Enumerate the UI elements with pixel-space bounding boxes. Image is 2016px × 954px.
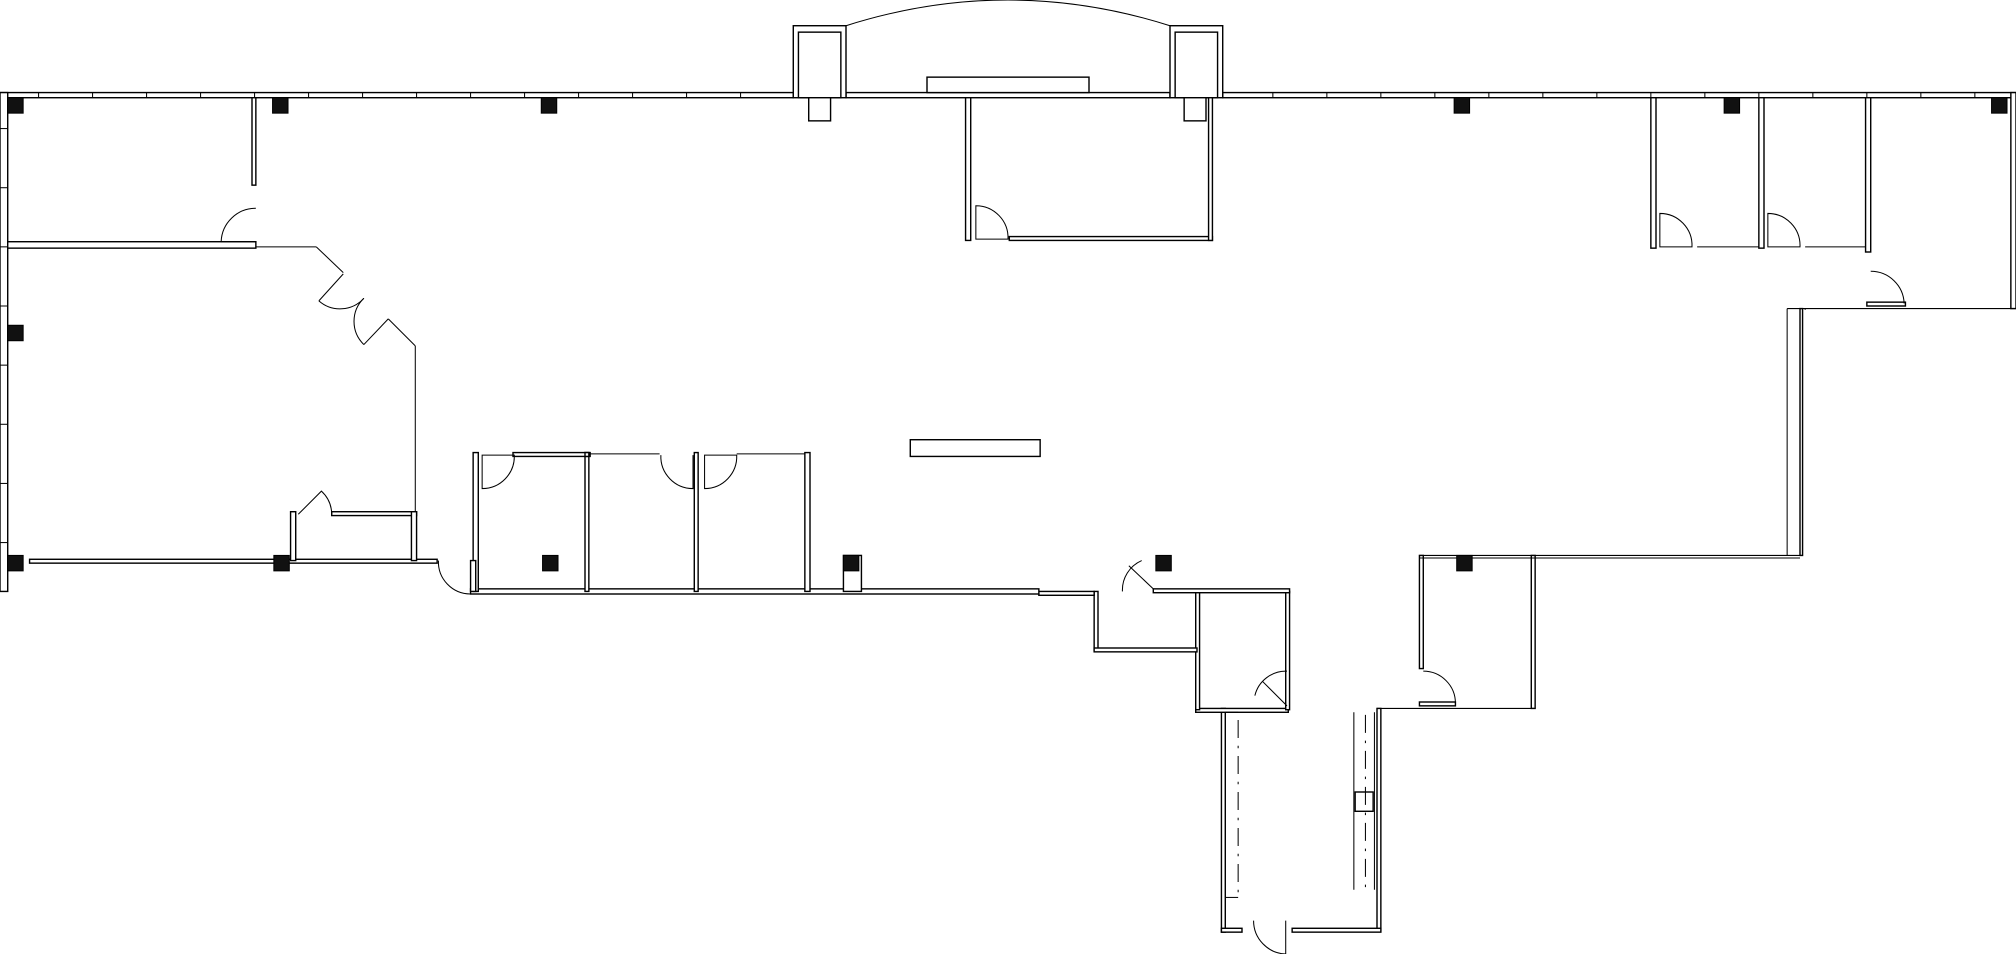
column <box>7 324 24 342</box>
wall <box>2010 91 2016 310</box>
wall <box>1650 97 1657 249</box>
structural-columns <box>7 97 2008 572</box>
column <box>842 554 860 572</box>
wall <box>1285 590 1291 711</box>
column <box>1453 97 1471 114</box>
door-swing <box>975 205 1009 240</box>
column <box>542 554 559 572</box>
wall <box>1418 701 1457 707</box>
island-counter <box>909 439 1041 458</box>
door-swing <box>1121 560 1154 592</box>
wall <box>1152 588 1291 594</box>
wall <box>584 451 590 593</box>
partition-lines <box>0 92 2016 898</box>
wall <box>1207 97 1214 242</box>
column <box>272 97 289 114</box>
wall <box>289 511 297 562</box>
column <box>273 554 290 572</box>
door-swing <box>1659 212 1693 248</box>
door-swing <box>220 207 256 243</box>
entrance-canopy-arc <box>845 0 1171 27</box>
wall <box>797 31 842 99</box>
wall <box>845 91 1171 99</box>
wall <box>1418 554 1424 670</box>
wall <box>1291 927 1382 933</box>
door-swing <box>1870 270 1905 304</box>
column <box>1991 97 2008 114</box>
door-swing <box>704 454 738 490</box>
wall <box>1174 31 1219 99</box>
column <box>1155 554 1172 572</box>
wall <box>804 451 811 593</box>
wall <box>1093 647 1198 653</box>
wall <box>7 241 257 249</box>
wall <box>0 91 794 99</box>
wall <box>1093 590 1099 652</box>
wall <box>1530 554 1536 710</box>
wall <box>469 588 1040 595</box>
column <box>540 97 558 114</box>
wall <box>1008 235 1214 242</box>
wall <box>410 511 418 562</box>
door-swing <box>1253 920 1287 954</box>
wall <box>584 451 590 458</box>
column <box>1723 97 1741 114</box>
wall <box>1758 97 1765 249</box>
door-swing <box>318 273 365 310</box>
wall <box>331 511 418 517</box>
door-swing <box>1423 670 1456 704</box>
door-swings <box>220 205 1905 954</box>
door-swing <box>297 490 333 515</box>
wall <box>1220 707 1226 933</box>
column <box>7 97 24 114</box>
door-swing <box>1767 212 1801 248</box>
wall <box>0 91 9 593</box>
door-swing <box>481 454 515 490</box>
wall <box>1222 91 2016 99</box>
wall <box>1038 590 1095 596</box>
wall <box>1376 707 1382 932</box>
door-swing <box>1254 670 1288 707</box>
partition <box>315 246 344 273</box>
wall <box>1799 307 1804 557</box>
wall <box>808 97 832 122</box>
wall <box>1220 927 1243 933</box>
door-swing <box>353 297 389 345</box>
column <box>7 554 24 572</box>
wall <box>1195 707 1289 713</box>
wall <box>1183 97 1207 122</box>
door-swing <box>437 560 471 595</box>
wall <box>512 451 591 458</box>
walls <box>0 25 2016 933</box>
wall <box>964 97 972 242</box>
reception-counter <box>926 76 1090 94</box>
door-swing <box>660 455 694 490</box>
wall <box>1866 301 1907 307</box>
wall <box>693 451 699 593</box>
partition <box>387 318 416 347</box>
wall <box>1864 97 1872 253</box>
column <box>1456 554 1473 572</box>
wall <box>28 558 438 564</box>
wall <box>469 559 477 593</box>
wall <box>1354 791 1374 812</box>
wall <box>251 97 257 186</box>
